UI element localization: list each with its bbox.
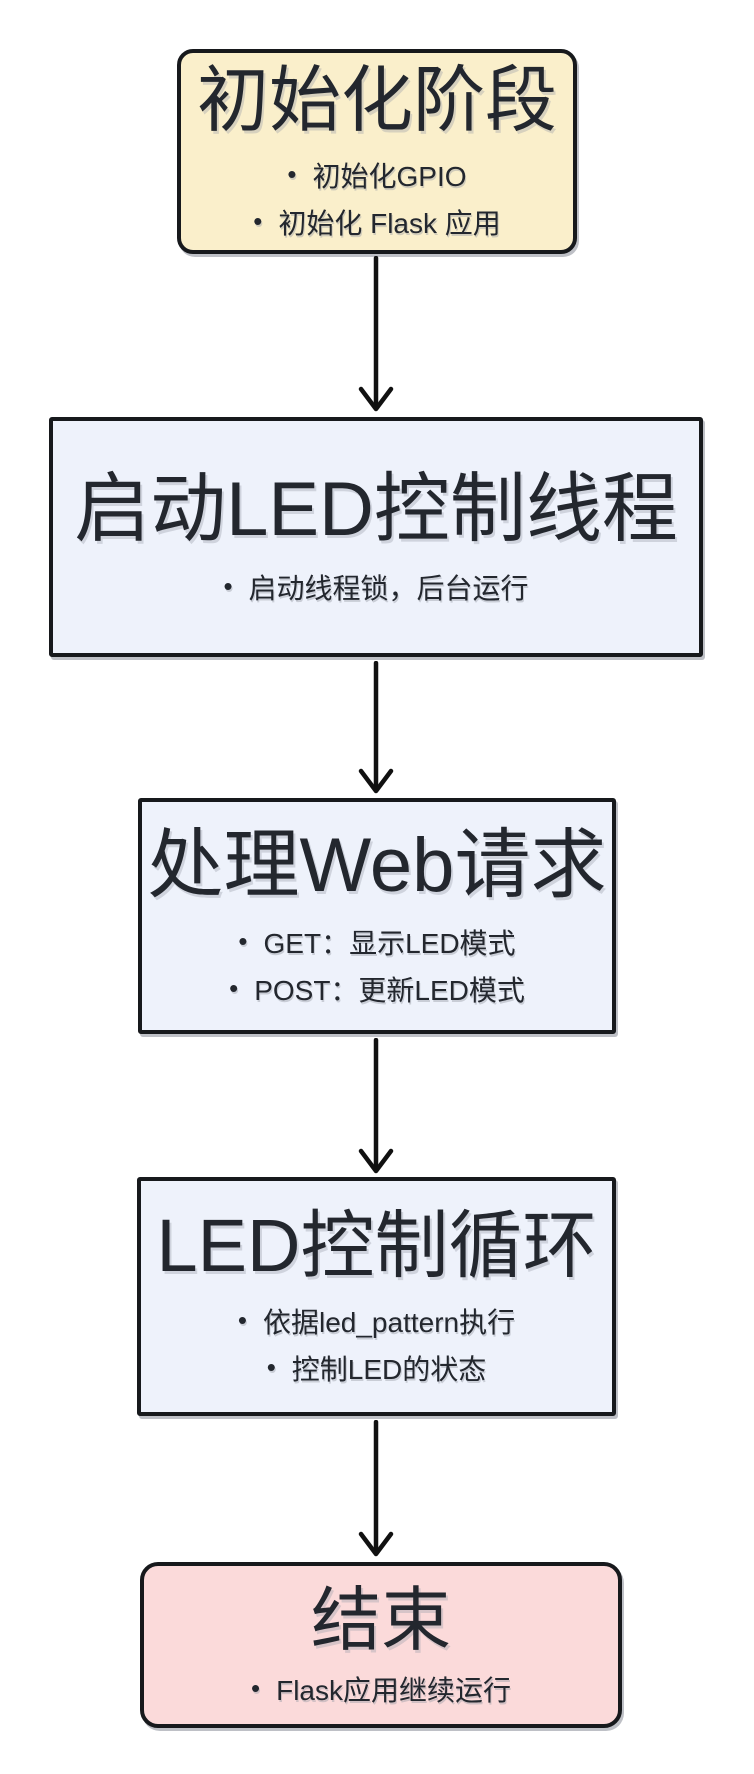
node-title: 处理Web请求: [147, 822, 607, 908]
bullet-text: GET：显示LED模式: [263, 928, 516, 960]
node-title: LED控制循环: [156, 1203, 597, 1287]
connector-3: [354, 1038, 398, 1176]
bullet-list: • GET：显示LED模式 • POST：更新LED模式: [229, 922, 525, 1009]
bullet-text: 依据led_pattern执行: [262, 1307, 516, 1339]
bullet-icon: •: [223, 570, 233, 601]
node-handle-web-requests: 处理Web请求 • GET：显示LED模式 • POST：更新LED模式: [138, 798, 616, 1034]
bullet-item: • 初始化GPIO: [287, 155, 466, 195]
bullet-text: Flask应用继续运行: [276, 1675, 511, 1707]
bullet-icon: •: [287, 159, 297, 190]
bullet-list: • 启动线程锁，后台运行: [223, 567, 528, 607]
node-initialization-phase: 初始化阶段 • 初始化GPIO • 初始化 Flask 应用: [177, 49, 577, 254]
bullet-icon: •: [266, 1352, 276, 1383]
connector-2: [354, 661, 398, 796]
node-title: 结束: [311, 1580, 451, 1659]
bullet-icon: •: [238, 926, 248, 957]
node-start-led-control-thread: 启动LED控制线程 • 启动线程锁，后台运行: [49, 417, 703, 657]
bullet-icon: •: [229, 973, 239, 1004]
bullet-item: • 控制LED的状态: [267, 1348, 487, 1388]
arrow-down-icon: [358, 1038, 394, 1174]
bullet-item: • GET：显示LED模式: [238, 922, 515, 962]
bullet-list: • Flask应用继续运行: [251, 1669, 511, 1709]
bullet-icon: •: [253, 206, 263, 237]
bullet-item: • 启动线程锁，后台运行: [223, 567, 528, 607]
bullet-item: • 初始化 Flask 应用: [253, 202, 501, 242]
bullet-text: 初始化 Flask 应用: [278, 208, 501, 240]
bullet-list: • 依据led_pattern执行 • 控制LED的状态: [238, 1301, 515, 1388]
bullet-icon: •: [250, 1673, 261, 1704]
arrow-down-icon: [358, 256, 394, 412]
connector-1: [354, 256, 398, 414]
node-title: 初始化阶段: [196, 60, 557, 141]
bullet-icon: •: [237, 1305, 247, 1336]
node-end: 结束 • Flask应用继续运行: [140, 1562, 622, 1728]
bullet-text: 启动线程锁，后台运行: [248, 572, 529, 604]
bullet-item: • 依据led_pattern执行: [238, 1301, 515, 1341]
bullet-text: POST：更新LED模式: [254, 975, 525, 1007]
connector-4: [354, 1420, 398, 1559]
arrow-down-icon: [358, 661, 394, 794]
node-led-control-loop: LED控制循环 • 依据led_pattern执行 • 控制LED的状态: [137, 1177, 616, 1416]
arrow-down-icon: [358, 1420, 394, 1557]
bullet-list: • 初始化GPIO • 初始化 Flask 应用: [253, 155, 501, 242]
bullet-text: 初始化GPIO: [312, 161, 467, 193]
bullet-item: • Flask应用继续运行: [251, 1669, 511, 1709]
bullet-item: • POST：更新LED模式: [229, 969, 525, 1009]
bullet-text: 控制LED的状态: [291, 1354, 487, 1386]
node-title: 启动LED控制线程: [74, 467, 678, 553]
